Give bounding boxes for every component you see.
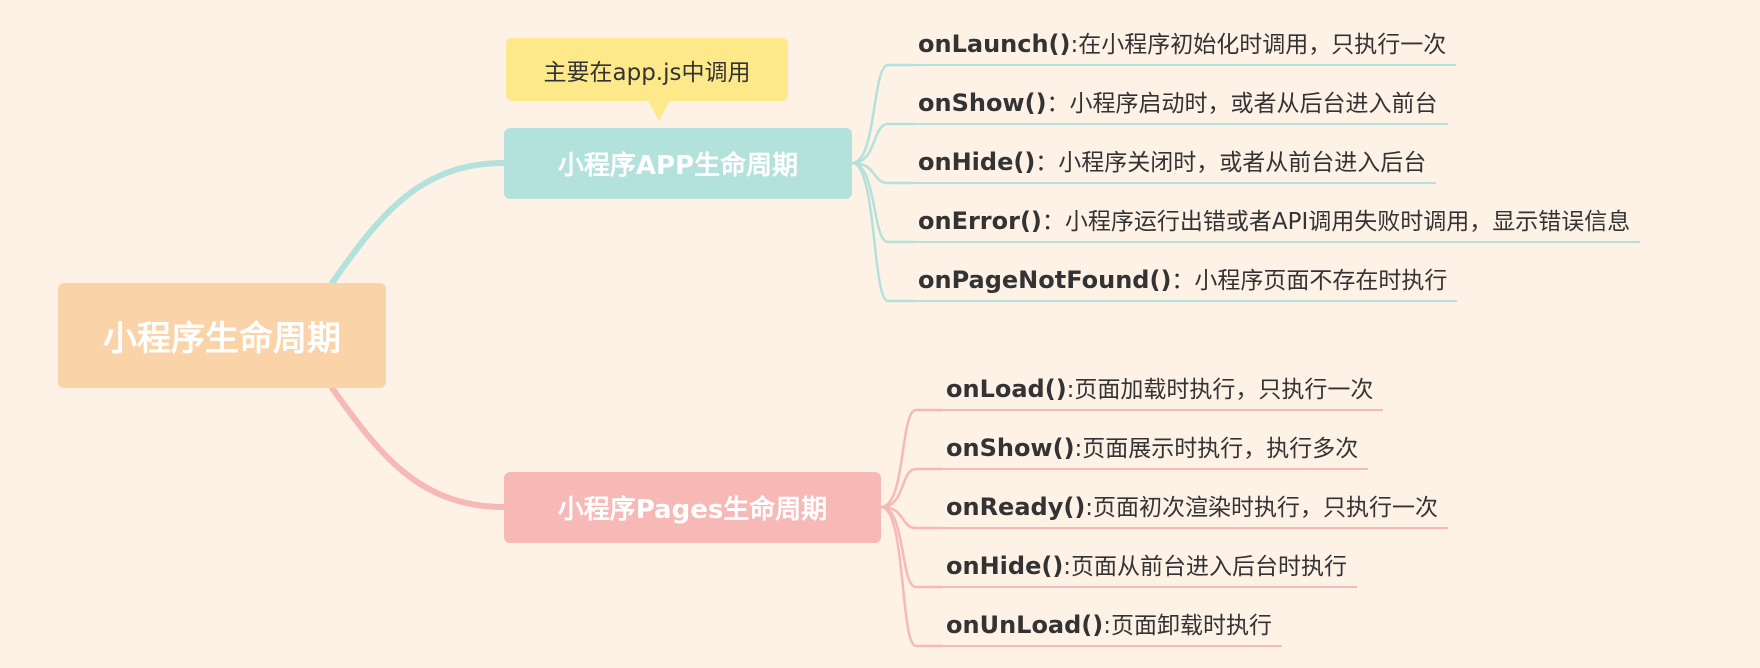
pages-item-underline-4 [942, 645, 1282, 647]
app-item-underline-0 [914, 64, 1456, 66]
pages-branch-line-4 [880, 505, 942, 648]
app-branch-line-0 [851, 63, 914, 165]
app-branch-line-2 [851, 161, 914, 185]
pages-item-onready[interactable]: onReady():页面初次渲染时执行，只执行一次 [946, 493, 1439, 521]
pages-lifecycle-node[interactable]: 小程序Pages生命周期 [504, 472, 881, 543]
app-item-onpagenotfound[interactable]: onPageNotFound()：小程序页面不存在时执行 [918, 266, 1448, 294]
app-branch-line-4 [851, 161, 914, 303]
pages-item-onshow[interactable]: onShow():页面展示时执行，执行多次 [946, 434, 1359, 462]
app-item-underline-4 [914, 300, 1457, 302]
pages-item-underline-2 [942, 527, 1448, 529]
app-lifecycle-node[interactable]: 小程序APP生命周期 [504, 128, 852, 199]
pages-item-underline-0 [942, 409, 1383, 411]
app-item-onerror[interactable]: onError()：小程序运行出错或者API调用失败时调用，显示错误信息 [918, 207, 1631, 235]
app-item-underline-1 [914, 123, 1448, 125]
app-item-underline-2 [914, 182, 1436, 184]
pages-branch-line-2 [880, 505, 942, 530]
app-branch-line-1 [851, 122, 914, 165]
pages-item-onhide[interactable]: onHide():页面从前台进入后台时执行 [946, 552, 1348, 580]
root-node[interactable]: 小程序生命周期 [58, 283, 386, 388]
pages-item-onload[interactable]: onLoad():页面加载时执行，只执行一次 [946, 375, 1374, 403]
app-branch-lines [851, 63, 914, 303]
pages-branch-line-0 [880, 408, 942, 509]
callout-tail [648, 100, 670, 121]
app-item-onlaunch[interactable]: onLaunch():在小程序初始化时调用，只执行一次 [918, 30, 1447, 58]
pages-branch-line-3 [880, 505, 942, 589]
root-to-pages-connector [329, 385, 507, 510]
pages-item-onunload[interactable]: onUnLoad():页面卸载时执行 [946, 611, 1272, 639]
pages-branch-lines [880, 408, 942, 648]
pages-branch-line-1 [880, 467, 942, 509]
pages-item-underline-1 [942, 468, 1368, 470]
root-to-app-connector [329, 160, 507, 286]
callout-note: 主要在app.js中调用 [506, 38, 788, 101]
pages-item-underline-3 [942, 586, 1357, 588]
app-branch-line-3 [851, 161, 914, 244]
app-item-onshow[interactable]: onShow()：小程序启动时，或者从后台进入前台 [918, 89, 1438, 117]
app-item-onhide[interactable]: onHide()：小程序关闭时，或者从前台进入后台 [918, 148, 1427, 176]
app-item-underline-3 [914, 241, 1640, 243]
